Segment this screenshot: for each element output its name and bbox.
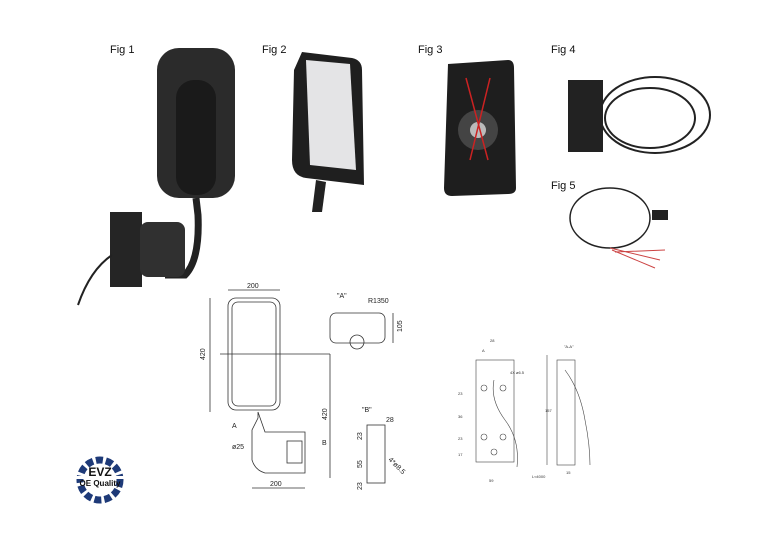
fig5-label: Fig 5 bbox=[551, 180, 576, 192]
svg-text:15: 15 bbox=[566, 470, 571, 475]
svg-text:105: 105 bbox=[397, 320, 404, 332]
logo-text: EVZ OE Quality bbox=[72, 466, 128, 489]
svg-text:"A": "A" bbox=[337, 293, 347, 300]
svg-text:B: B bbox=[322, 440, 327, 447]
svg-text:R1350: R1350 bbox=[368, 298, 389, 305]
fig3-glass-back-photo bbox=[444, 60, 516, 196]
svg-text:"B": "B" bbox=[362, 407, 372, 414]
fig1-label: Fig 1 bbox=[110, 44, 135, 56]
svg-text:4*ø8.5: 4*ø8.5 bbox=[387, 456, 407, 476]
svg-text:59: 59 bbox=[489, 478, 494, 483]
svg-text:28: 28 bbox=[386, 417, 394, 424]
logo-tagline: OE Quality bbox=[79, 479, 121, 488]
svg-text:23: 23 bbox=[357, 432, 364, 440]
fig5-cable-photo bbox=[569, 187, 668, 269]
fig1-mirror-photo bbox=[77, 48, 235, 306]
svg-text:55: 55 bbox=[357, 460, 364, 468]
bracket-technical-drawing bbox=[475, 355, 591, 468]
svg-text:L≈4000: L≈4000 bbox=[532, 474, 546, 479]
svg-text:23: 23 bbox=[458, 391, 463, 396]
svg-text:23: 23 bbox=[357, 482, 364, 490]
mirror-technical-drawing bbox=[209, 289, 394, 489]
svg-text:ø25: ø25 bbox=[232, 444, 244, 451]
fig2-mirror-glass-photo bbox=[292, 52, 364, 212]
logo-brand: EVZ bbox=[88, 465, 112, 479]
fig4-label: Fig 4 bbox=[551, 44, 576, 56]
svg-text:A: A bbox=[482, 348, 485, 353]
fig4-motor-cable-photo bbox=[568, 76, 711, 154]
svg-text:200: 200 bbox=[270, 481, 282, 488]
svg-text:17: 17 bbox=[458, 452, 463, 457]
mirror-drawing-labels: 200 420 420 200 ø25 A B "A" R1350 105 "B… bbox=[200, 283, 406, 490]
svg-text:A: A bbox=[232, 423, 237, 430]
svg-text:200: 200 bbox=[247, 283, 259, 290]
fig3-label: Fig 3 bbox=[418, 44, 443, 56]
svg-text:36: 36 bbox=[458, 414, 463, 419]
svg-text:28: 28 bbox=[490, 338, 495, 343]
svg-text:420: 420 bbox=[322, 408, 329, 420]
fig2-label: Fig 2 bbox=[262, 44, 287, 56]
svg-text:157: 157 bbox=[545, 408, 552, 413]
svg-text:420: 420 bbox=[200, 348, 207, 360]
bracket-drawing-labels: 28 4X ø6.5 23 36 23 17 59 "A-A" 157 15 L… bbox=[458, 338, 574, 483]
svg-text:"A-A": "A-A" bbox=[564, 344, 574, 349]
svg-text:4X ø6.5: 4X ø6.5 bbox=[510, 370, 525, 375]
evz-gear-logo-icon bbox=[76, 456, 124, 504]
svg-text:23: 23 bbox=[458, 436, 463, 441]
